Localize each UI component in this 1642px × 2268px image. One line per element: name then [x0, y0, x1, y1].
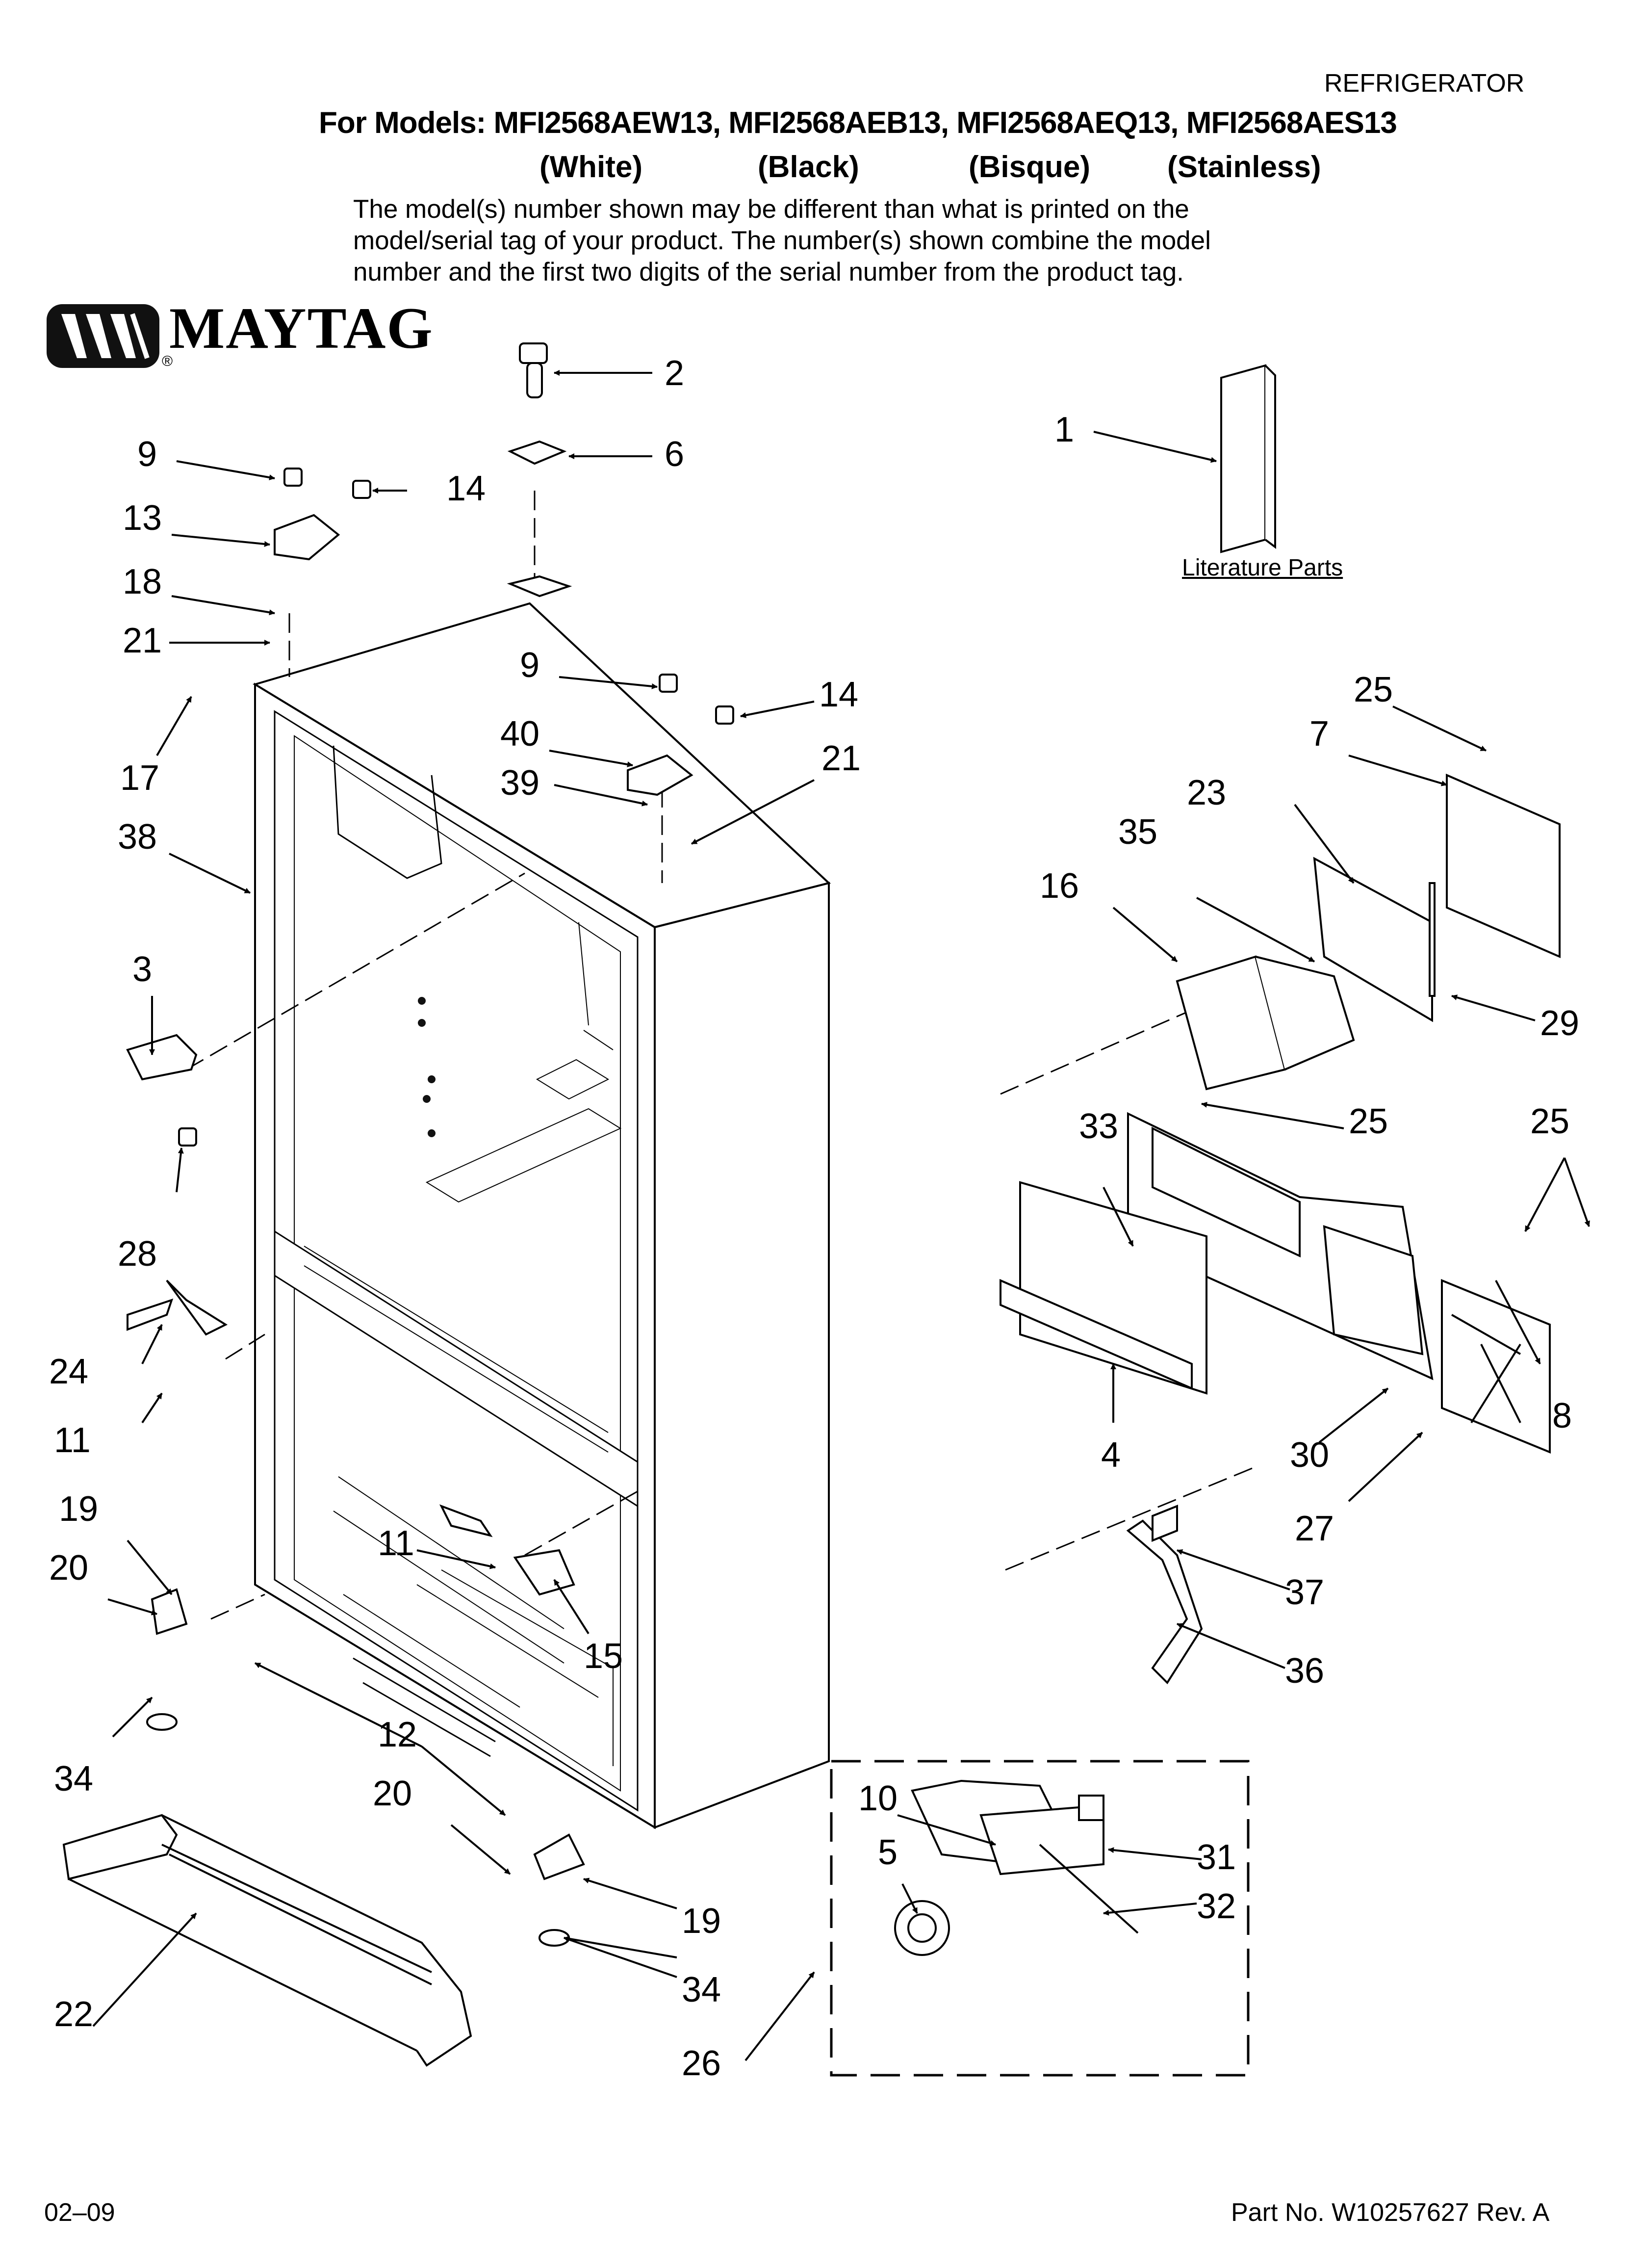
callout-14b: 14: [819, 675, 858, 714]
part-drawings: [62, 342, 1561, 2067]
models-line: For Models: MFI2568AEW13, MFI2568AEB13, …: [319, 106, 1397, 140]
callout-25: 25: [1354, 670, 1393, 709]
callout-22: 22: [54, 1995, 93, 2034]
callout-31: 31: [1197, 1838, 1236, 1877]
color-bisque: (Bisque): [969, 150, 1090, 184]
date-code: 02–09: [44, 2198, 115, 2227]
callout-7: 7: [1309, 714, 1329, 754]
color-black: (Black): [758, 150, 859, 184]
part-number: Part No. W10257627 Rev. A: [1231, 2198, 1550, 2227]
note-line-3: number and the first two digits of the s…: [353, 258, 1184, 287]
callout-1: 1: [1054, 410, 1074, 449]
callout-32: 32: [1197, 1887, 1236, 1926]
callout-19: 19: [59, 1489, 98, 1529]
callout-14: 14: [446, 469, 486, 508]
color-stainless: (Stainless): [1167, 150, 1321, 184]
callout-2: 2: [665, 354, 684, 393]
callout-20: 20: [49, 1548, 88, 1588]
callout-33: 33: [1079, 1107, 1118, 1146]
maytag-logo: MAYTAG ®: [47, 294, 433, 375]
callout-25b: 25: [1349, 1102, 1388, 1141]
callout-13: 13: [123, 498, 162, 538]
callout-9: 9: [137, 435, 157, 474]
callout-11b: 11: [378, 1524, 414, 1563]
model-note: The model(s) number shown may be differe…: [353, 194, 1211, 288]
callout-numbers: 1 2 3 4 5 6 7 8 9 9 10 11 11 12 13 14 14…: [49, 354, 1579, 2083]
callout-34: 34: [54, 1759, 93, 1799]
maytag-emblem-icon: [47, 304, 159, 368]
callout-20b: 20: [373, 1774, 412, 1813]
callout-40: 40: [500, 714, 539, 754]
callout-18: 18: [123, 562, 162, 601]
callout-36: 36: [1285, 1651, 1324, 1691]
callout-arrows: [92, 370, 1590, 2061]
callout-23: 23: [1187, 773, 1226, 812]
refrigerator-cabinet: [253, 602, 831, 1829]
callout-34b: 34: [682, 1970, 721, 2009]
callout-37: 37: [1285, 1573, 1324, 1612]
cabinet-holes: [418, 997, 436, 1137]
callout-24: 24: [49, 1352, 88, 1391]
callout-11: 11: [54, 1421, 91, 1460]
callout-16: 16: [1040, 866, 1079, 906]
callout-21b: 21: [821, 739, 861, 778]
callout-3: 3: [132, 950, 152, 989]
callout-26: 26: [682, 2044, 721, 2083]
callout-6: 6: [665, 435, 684, 474]
callout-27: 27: [1295, 1509, 1334, 1548]
category-label: REFRIGERATOR: [1324, 69, 1525, 98]
callout-21: 21: [123, 621, 162, 660]
note-line-1: The model(s) number shown may be differe…: [353, 195, 1189, 224]
callout-39: 39: [500, 763, 539, 803]
callout-15: 15: [584, 1637, 623, 1676]
color-white: (White): [539, 150, 643, 184]
registered-mark: ®: [162, 353, 173, 369]
callout-35: 35: [1118, 812, 1157, 852]
callout-25c: 25: [1530, 1102, 1569, 1141]
brand-name: MAYTAG: [169, 295, 434, 361]
callout-12: 12: [378, 1715, 417, 1754]
callout-19b: 19: [682, 1902, 721, 1941]
literature-parts-label: Literature Parts: [1182, 555, 1343, 581]
callout-38: 38: [118, 817, 157, 857]
inset-box: [830, 1760, 1250, 2077]
callout-8: 8: [1552, 1396, 1572, 1435]
callout-30: 30: [1290, 1435, 1329, 1475]
callout-29: 29: [1540, 1004, 1579, 1043]
callout-10: 10: [858, 1779, 898, 1818]
callout-9b: 9: [520, 646, 539, 685]
callout-4: 4: [1101, 1435, 1121, 1475]
note-line-2: model/serial tag of your product. The nu…: [353, 226, 1211, 255]
callout-17: 17: [120, 758, 159, 798]
callout-28: 28: [118, 1234, 157, 1274]
callout-5: 5: [878, 1833, 898, 1872]
